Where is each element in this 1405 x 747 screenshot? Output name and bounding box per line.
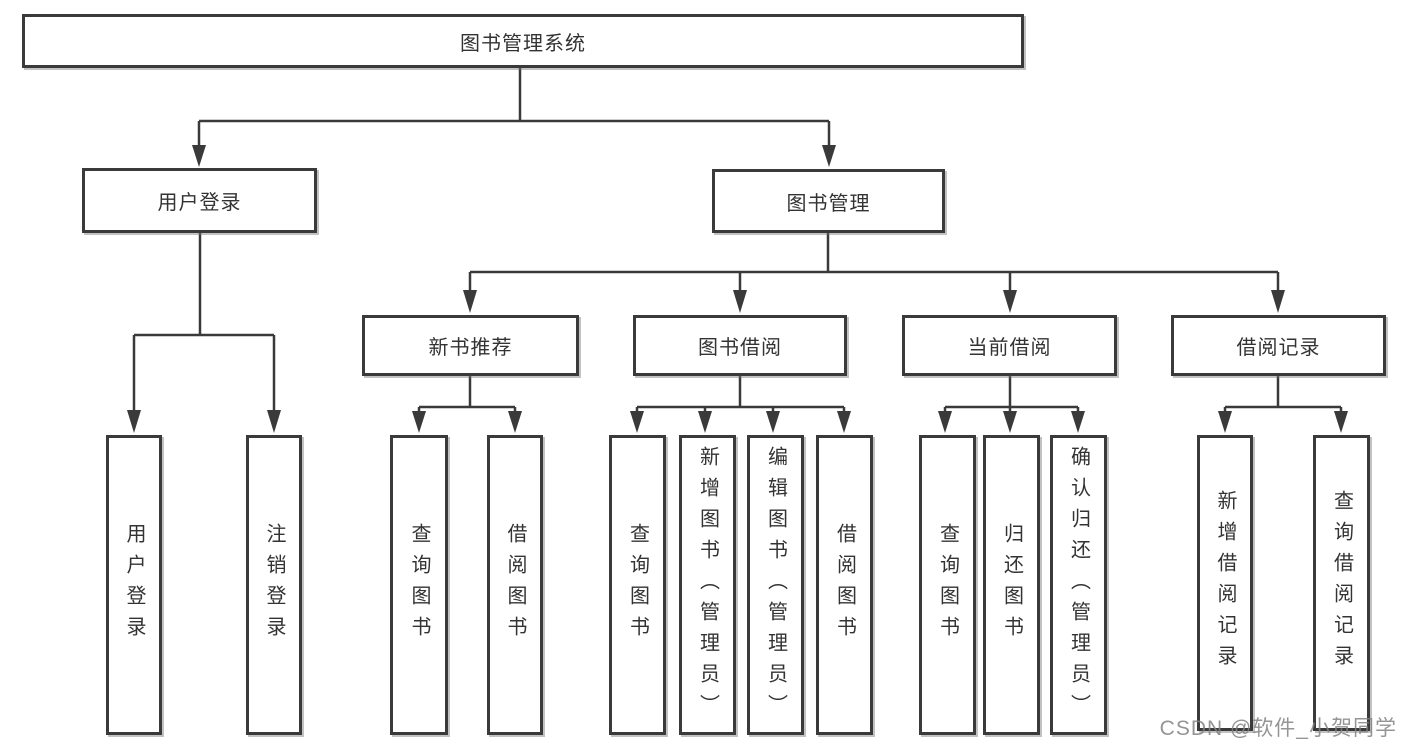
leaf-cb-return-books: 归还图书	[983, 435, 1040, 735]
leaf-bb-query-books-label: 查询图书	[626, 523, 649, 647]
node-new-book-recommend-label: 新书推荐	[428, 337, 513, 359]
node-root-library-system: 图书管理系统	[22, 14, 1024, 68]
node-book-borrowing: 图书借阅	[633, 315, 847, 376]
leaf-bb-borrow-books-label: 借阅图书	[833, 523, 856, 647]
node-borrowing-records: 借阅记录	[1171, 315, 1386, 376]
leaf-br-query-record: 查询借阅记录	[1313, 435, 1370, 731]
leaf-br-add-record-label: 新增借阅记录	[1214, 490, 1236, 676]
csdn-watermark: CSDN @软件_小贺同学	[1159, 717, 1397, 740]
leaf-bb-edit-books-admin: 编辑图书（管理员）	[747, 435, 804, 735]
leaf-bb-borrow-books: 借阅图书	[816, 435, 873, 735]
node-borrowing-records-label: 借阅记录	[1236, 337, 1321, 359]
leaf-br-query-record-label: 查询借阅记录	[1330, 490, 1353, 676]
leaf-logout: 注销登录	[246, 435, 302, 735]
leaf-cb-query-books: 查询图书	[919, 435, 976, 735]
leaf-user-login: 用户登录	[106, 435, 162, 735]
leaf-user-login-label: 用户登录	[123, 523, 145, 647]
leaf-cb-confirm-return-admin-label: 确认归还（管理员）	[1067, 445, 1090, 725]
leaf-bb-query-books: 查询图书	[609, 435, 666, 735]
leaf-cb-return-books-label: 归还图书	[1000, 523, 1023, 647]
node-new-book-recommend: 新书推荐	[362, 315, 579, 376]
node-root-label: 图书管理系统	[460, 32, 586, 55]
arrowheads	[127, 145, 1348, 433]
node-book-borrowing-label: 图书借阅	[698, 337, 782, 359]
node-current-borrowing-label: 当前借阅	[967, 337, 1052, 359]
leaf-br-add-record: 新增借阅记录	[1197, 435, 1253, 731]
node-user-login-label: 用户登录	[157, 192, 242, 214]
node-book-management: 图书管理	[712, 169, 945, 233]
leaf-bb-edit-books-admin-label: 编辑图书（管理员）	[764, 445, 787, 725]
node-book-management-label: 图书管理	[786, 192, 871, 215]
leaf-logout-label: 注销登录	[263, 523, 285, 647]
leaf-bb-add-books-admin: 新增图书（管理员）	[679, 435, 736, 735]
leaf-cb-confirm-return-admin: 确认归还（管理员）	[1050, 435, 1107, 735]
leaf-cb-query-books-label: 查询图书	[936, 523, 959, 647]
node-current-borrowing: 当前借阅	[902, 315, 1117, 376]
node-user-login: 用户登录	[82, 168, 317, 233]
leaf-nbr-query-books-label: 查询图书	[408, 523, 430, 647]
leaf-nbr-borrow-books: 借阅图书	[487, 435, 543, 735]
leaf-nbr-borrow-books-label: 借阅图书	[504, 523, 526, 647]
leaf-nbr-query-books: 查询图书	[390, 435, 448, 735]
leaf-bb-add-books-admin-label: 新增图书（管理员）	[696, 445, 719, 725]
